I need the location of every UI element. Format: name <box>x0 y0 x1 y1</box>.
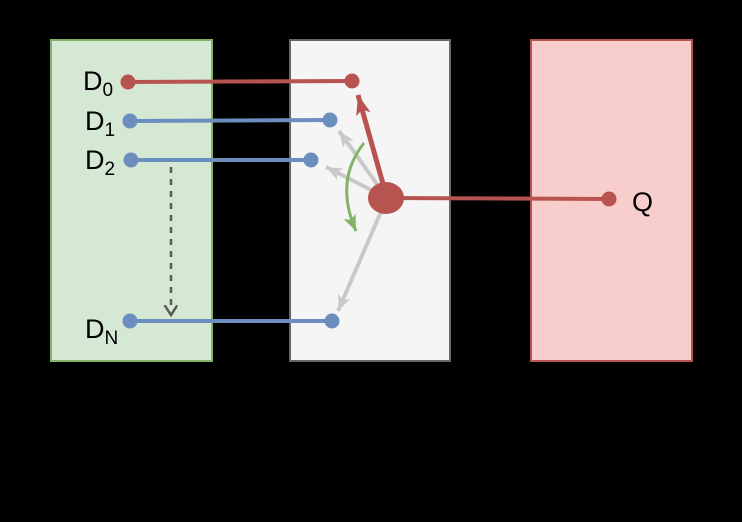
label-d2: D2 <box>85 145 115 180</box>
q-terminal-dot <box>601 191 617 207</box>
label-d1: D1 <box>85 106 115 141</box>
switch-hub-dot <box>368 182 404 214</box>
d1-wire <box>129 118 331 123</box>
rotation-direction-arc-icon <box>343 142 366 232</box>
d1-contact-dot <box>322 112 338 128</box>
dn-contact-dot <box>324 313 340 329</box>
d1-terminal-dot <box>122 113 138 129</box>
d0-wire <box>127 79 353 84</box>
dn-terminal-dot <box>122 313 138 329</box>
selector-arrow-d0-icon <box>355 94 390 199</box>
d0-contact-dot <box>344 73 360 89</box>
q-wire <box>385 196 610 201</box>
d2-contact-dot <box>303 152 319 168</box>
inputs-box <box>50 39 213 362</box>
d0-terminal-dot <box>120 74 136 90</box>
d2-terminal-dot <box>123 152 139 168</box>
label-dn: DN <box>85 314 118 349</box>
label-d0: D0 <box>83 66 113 101</box>
label-q: Q <box>632 187 653 217</box>
selector-alt-arrow-dn-icon <box>336 197 389 312</box>
